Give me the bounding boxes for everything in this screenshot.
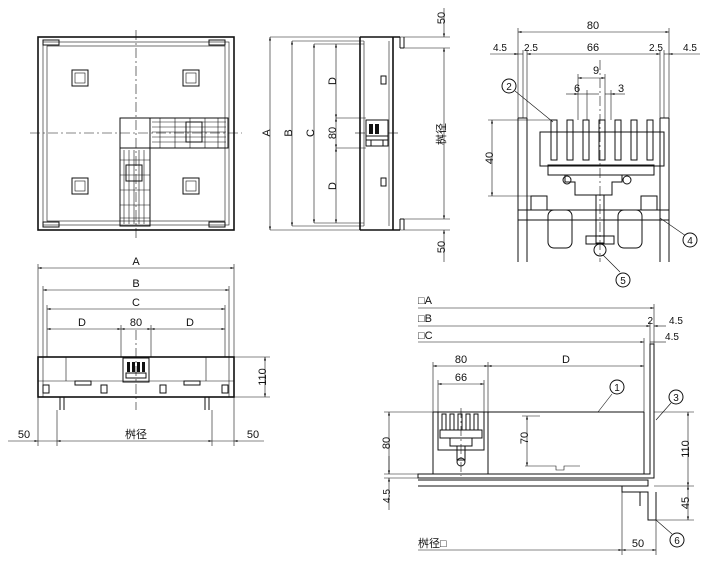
dim-c-label: C bbox=[305, 129, 317, 137]
detail-view: 80 4.5 2.5 66 2.5 4.5 9 6 3 40 2 4 5 bbox=[484, 20, 700, 288]
section-dim-70: 70 bbox=[519, 432, 531, 444]
section-ms-sq: 桝径□ bbox=[418, 536, 447, 550]
detail-dim-4-5-left: 4.5 bbox=[493, 43, 507, 54]
callout-3: 3 bbox=[673, 393, 679, 404]
front-dim-110: 110 bbox=[257, 368, 269, 386]
front-dim-80: 80 bbox=[130, 317, 142, 329]
front-dim-d-left: D bbox=[78, 317, 86, 329]
detail-dim-40: 40 bbox=[484, 152, 496, 164]
callout-5: 5 bbox=[620, 276, 626, 287]
grate-bars-vertical bbox=[120, 150, 150, 224]
section-dim-66: 66 bbox=[455, 372, 467, 384]
dim-50-bottom-label: 50 bbox=[436, 241, 448, 253]
dim-d-upper-label: D bbox=[327, 77, 339, 85]
section-dim-80: 80 bbox=[455, 354, 467, 366]
dim-50-top-label: 50 bbox=[436, 12, 448, 24]
section-dim-4-5-top: 4.5 bbox=[669, 316, 683, 327]
ms-label-side: 桝径 bbox=[434, 123, 448, 145]
section-dim-4-5-bottom: 4.5 bbox=[382, 489, 393, 503]
section-dim-45: 45 bbox=[680, 497, 692, 509]
detail-dim-3: 3 bbox=[618, 83, 624, 95]
detail-dim-66: 66 bbox=[587, 42, 599, 54]
detail-dim-4-5-right: 4.5 bbox=[683, 43, 697, 54]
detail-dim-2-5-left: 2.5 bbox=[524, 43, 538, 54]
front-dim-b: B bbox=[132, 278, 139, 290]
grate-bars-horizontal bbox=[152, 118, 226, 148]
section-dim-110: 110 bbox=[680, 440, 692, 458]
section-view: □A □B □C 2 4.5 4.5 80 D 66 80 4.5 70 bbox=[381, 295, 694, 555]
section-dim-d: D bbox=[562, 354, 570, 366]
front-ms-label: 桝径 bbox=[125, 427, 147, 441]
front-dim-50-right: 50 bbox=[247, 429, 259, 441]
section-dim-4-5-mid: 4.5 bbox=[665, 332, 679, 343]
callout-1: 1 bbox=[614, 383, 620, 394]
front-dim-50-left: 50 bbox=[18, 429, 30, 441]
section-sq-b: □B bbox=[418, 313, 432, 325]
section-dim-80-height: 80 bbox=[381, 437, 393, 449]
top-view bbox=[30, 30, 242, 238]
detail-dim-9: 9 bbox=[593, 65, 599, 77]
dim-a-label: A bbox=[261, 129, 273, 137]
callout-6: 6 bbox=[674, 536, 680, 547]
front-dim-d-right: D bbox=[186, 317, 194, 329]
dim-80-label: 80 bbox=[327, 127, 339, 139]
front-dim-a: A bbox=[132, 256, 140, 268]
dim-b-label: B bbox=[283, 129, 295, 136]
detail-dim-2-5-right: 2.5 bbox=[649, 43, 663, 54]
comb-teeth bbox=[550, 119, 654, 161]
detail-dim-6: 6 bbox=[574, 83, 580, 95]
callout-2: 2 bbox=[506, 82, 512, 93]
section-sq-a: □A bbox=[418, 295, 433, 307]
section-dim-2: 2 bbox=[647, 316, 653, 327]
section-sq-c: □C bbox=[418, 330, 433, 342]
callout-4: 4 bbox=[687, 236, 693, 247]
dim-d-lower-label: D bbox=[327, 182, 339, 190]
front-dim-c: C bbox=[132, 297, 140, 309]
side-view: A B C D 80 D 50 桝径 50 bbox=[261, 8, 450, 262]
section-dim-50: 50 bbox=[632, 538, 644, 550]
detail-dim-80: 80 bbox=[587, 20, 599, 32]
front-view: A B C D 80 D 110 50 桝径 50 bbox=[8, 256, 270, 446]
